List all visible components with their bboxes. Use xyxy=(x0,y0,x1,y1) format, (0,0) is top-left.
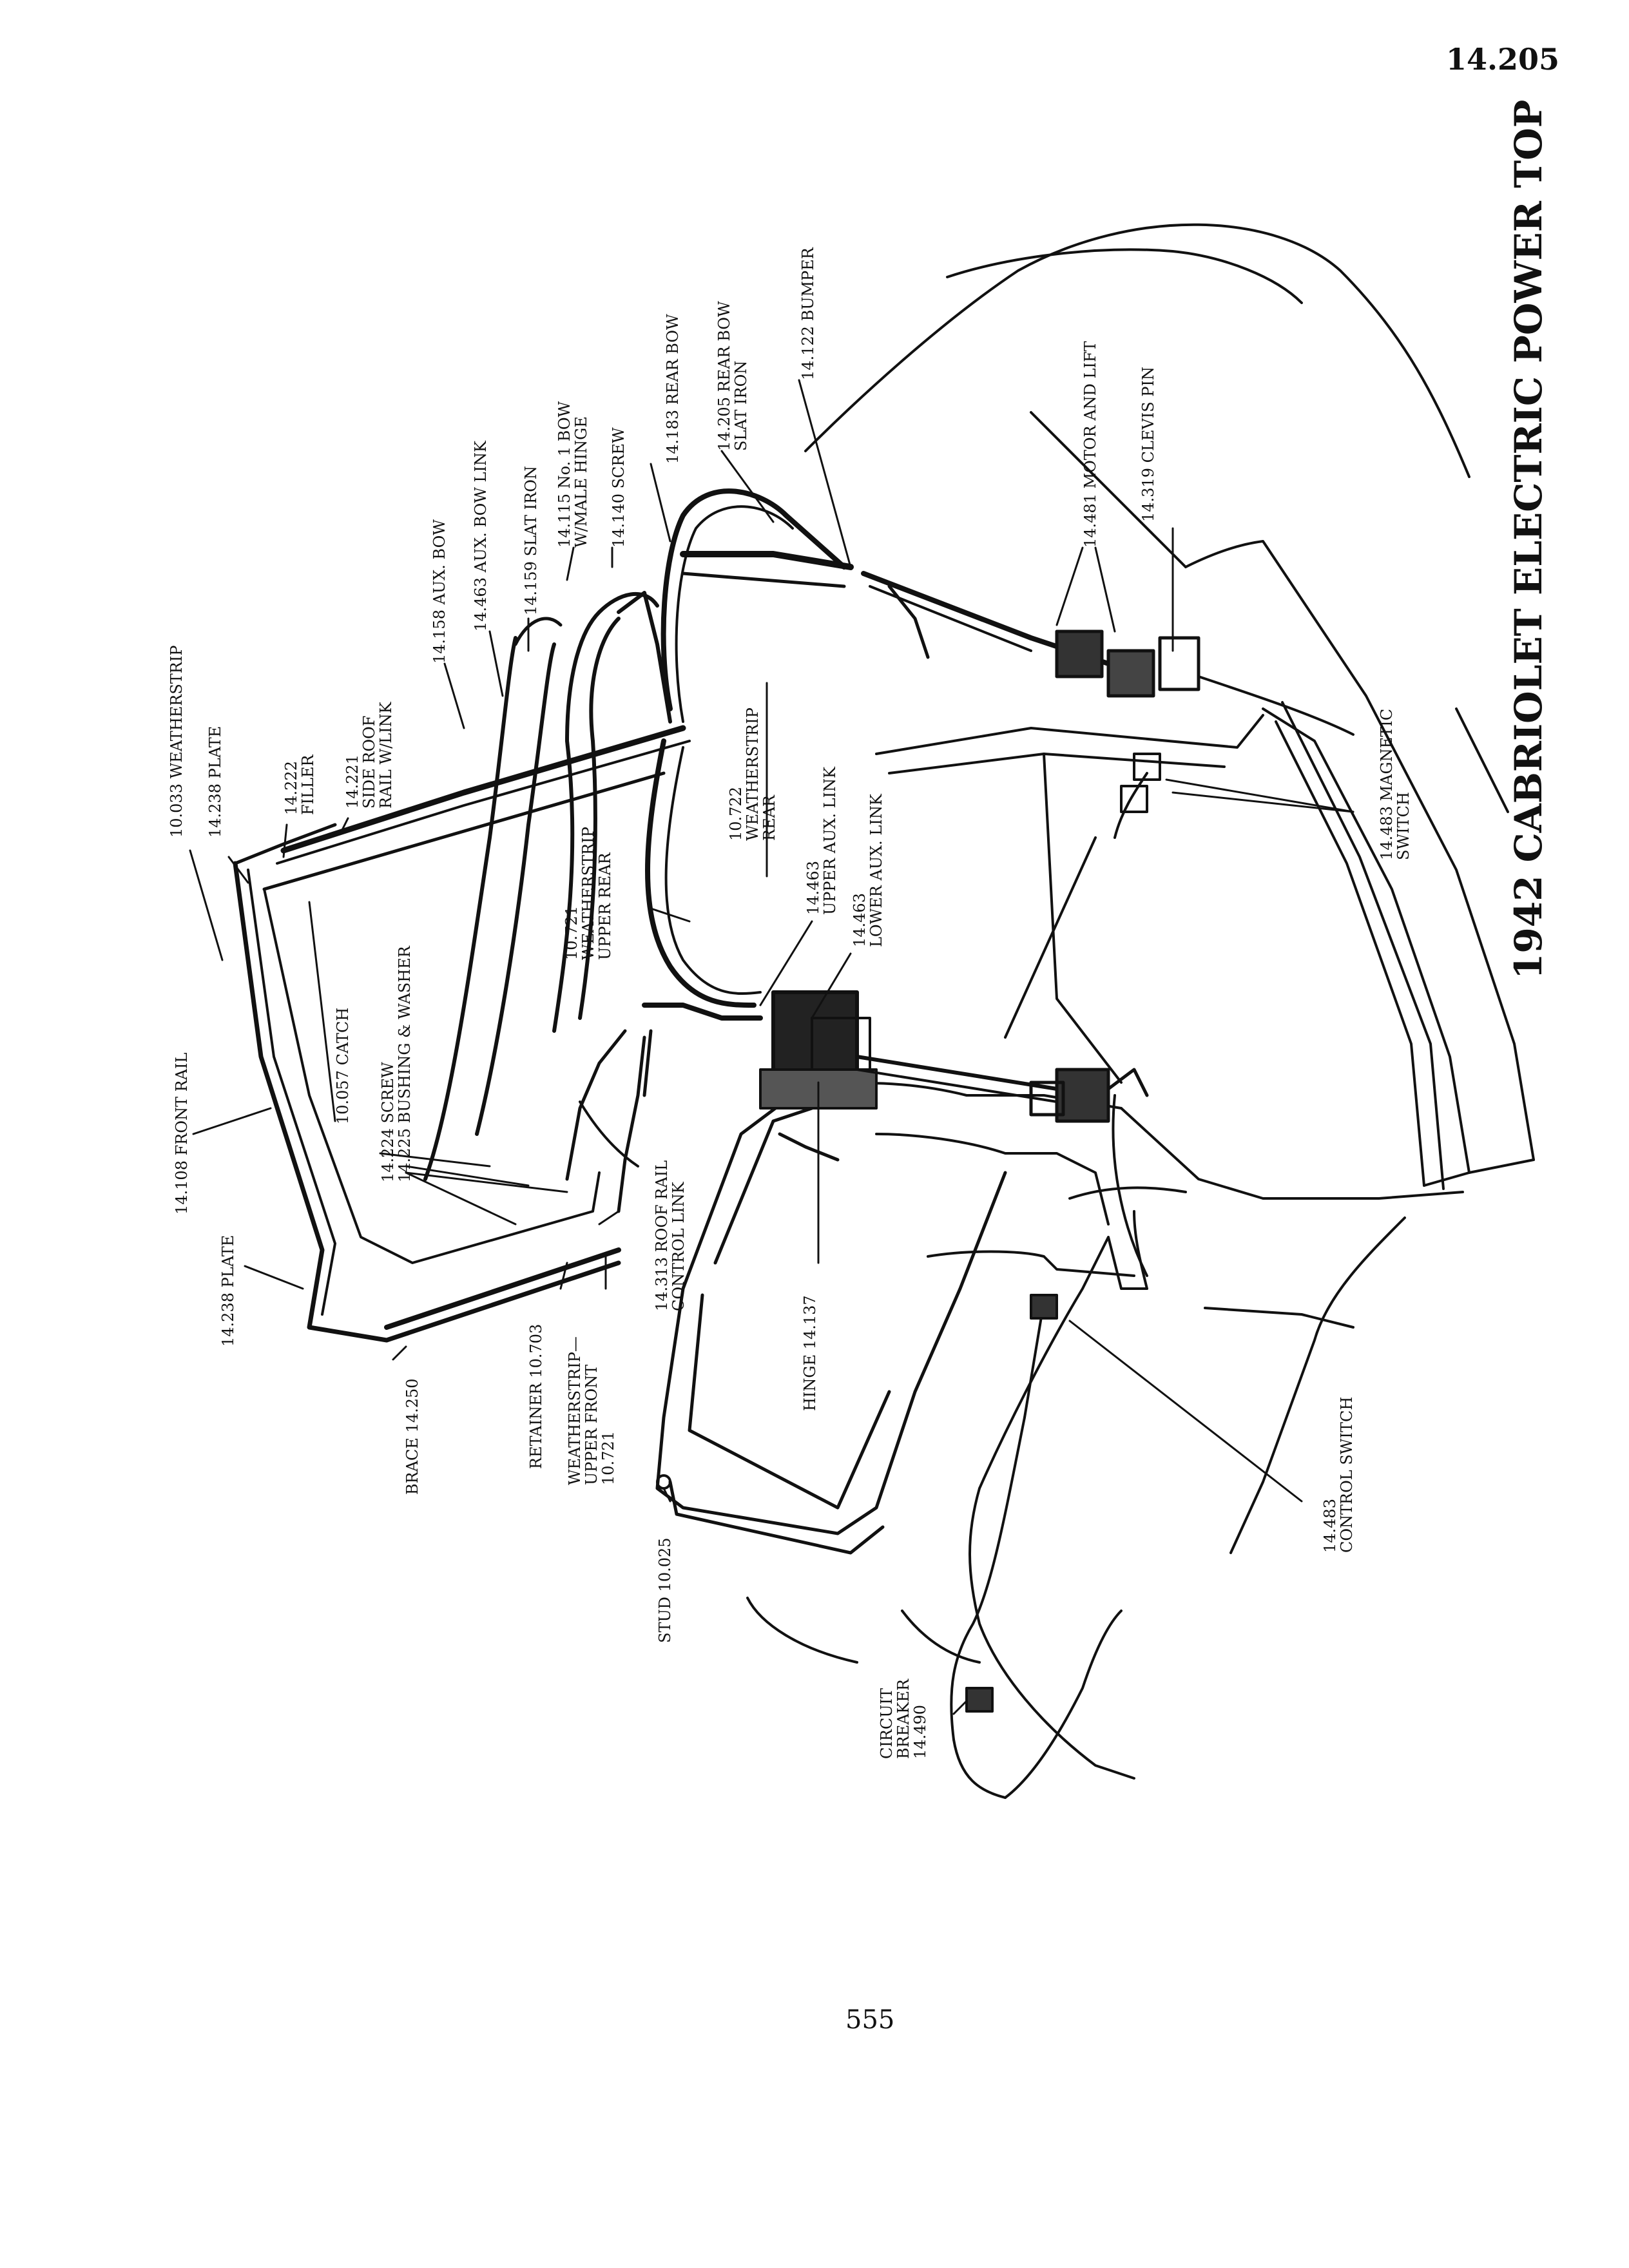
label-screw-14224: 14.224 SCREW xyxy=(379,1062,397,1182)
label-front-rail: 14.108 FRONT RAIL xyxy=(173,1052,191,1215)
label-slat-iron: 14.159 SLAT IRON xyxy=(522,466,540,615)
label-roof-rail-link-b: CONTROL LINK xyxy=(670,1181,688,1311)
label-catch: 10.057 CATCH xyxy=(334,1008,352,1124)
label-roof-rail-link-a: 14.313 ROOF RAIL xyxy=(653,1160,671,1311)
label-plate-14238-bottom: 14.238 PLATE xyxy=(219,1235,237,1347)
label-circuit-breaker-b: BREAKER xyxy=(894,1678,912,1759)
lift-mechanism xyxy=(656,571,1354,1799)
label-brace: BRACE 14.250 xyxy=(403,1378,421,1495)
label-control-switch-b: CONTROL SWITCH xyxy=(1338,1397,1356,1553)
label-ws-rear-a: 10.722 xyxy=(727,787,745,841)
label-bumper: 14.122 BUMPER xyxy=(799,247,817,380)
label-hinge: HINGE 14.137 xyxy=(801,1295,819,1411)
label-no1-bow-a: 14.115 No. 1 BOW xyxy=(555,401,574,548)
label-retainer: RETAINER 10.703 xyxy=(527,1324,545,1469)
label-circuit-breaker-c: 14.490 xyxy=(911,1705,929,1759)
label-rear-bow-slat-b: SLAT IRON xyxy=(732,361,750,451)
label-bushing-washer: 14.225 BUSHING & WASHER xyxy=(396,945,414,1182)
label-ws-rear-b: WEATHERSTRIP xyxy=(744,707,762,841)
label-stud: STUD 10.025 xyxy=(656,1537,674,1643)
label-motor-lift: 14.481 MOTOR AND LIFT xyxy=(1081,341,1099,548)
label-aux-bow: 14.158 AUX. BOW xyxy=(430,519,448,664)
label-filler-14222-b: FILLER xyxy=(299,754,317,815)
diagram-title: 1942 CABRIOLET ELECTRIC POWER TOP xyxy=(1507,100,1550,979)
label-upper-aux-link-a: 14.463 xyxy=(804,861,822,915)
label-ws-upper-front-b: UPPER FRONT xyxy=(583,1365,601,1485)
label-filler-14222-a: 14.222 xyxy=(282,761,300,815)
page-number-bottom: 555 xyxy=(845,2005,894,2035)
door-window-frame xyxy=(655,1093,1007,1555)
top-frame xyxy=(233,488,854,1343)
label-ws-upper-front-c: 10.721 xyxy=(599,1431,617,1485)
label-control-switch-a: 14.483 xyxy=(1321,1499,1339,1553)
label-no1-bow-b: W/MALE HINGE xyxy=(572,416,590,548)
label-lower-aux-link-a: 14.463 xyxy=(851,893,869,947)
label-ws-rear-c: REAR xyxy=(760,794,778,841)
label-rear-bow-slat-a: 14.205 REAR BOW xyxy=(715,301,733,451)
label-side-roof-rail-a: 14.221 xyxy=(343,754,361,809)
label-plate-14238-top: 14.238 PLATE xyxy=(206,726,224,838)
page-number-top: 14.205 xyxy=(1446,42,1559,77)
label-lower-aux-link-b: LOWER AUX. LINK xyxy=(867,793,885,947)
label-side-roof-rail-c: RAIL W/LINK xyxy=(377,701,395,809)
label-rear-bow: 14.183 REAR BOW xyxy=(664,314,682,464)
label-ws-upper-front-a: WEATHERSTRIP— xyxy=(566,1336,584,1485)
label-ws-upper-rear-a: 10.721 xyxy=(563,906,581,960)
leader-lines xyxy=(189,379,1354,1715)
label-magnetic-switch-a: 14.483 MAGNETIC xyxy=(1378,709,1396,860)
label-aux-bow-link: 14.463 AUX. BOW LINK xyxy=(472,440,490,631)
label-ws-upper-rear-b: WEATHERSTRIP xyxy=(579,827,597,960)
label-upper-aux-link-b: UPPER AUX. LINK xyxy=(821,766,839,915)
part-labels: 10.033 WEATHERSTRIP 14.238 PLATE 14.222 … xyxy=(168,247,1412,1759)
car-body-outline xyxy=(746,223,1535,1780)
label-side-roof-rail-b: SIDE ROOF xyxy=(360,716,378,809)
label-circuit-breaker-a: CIRCUIT xyxy=(878,1688,896,1759)
label-ws-upper-rear-c: UPPER REAR xyxy=(596,852,614,960)
label-clevis-pin: 14.319 CLEVIS PIN xyxy=(1139,367,1157,522)
label-weatherstrip-10033: 10.033 WEATHERSTRIP xyxy=(168,646,186,838)
label-magnetic-switch-b: SWITCH xyxy=(1394,792,1412,860)
label-screw-14140: 14.140 SCREW xyxy=(610,427,628,548)
